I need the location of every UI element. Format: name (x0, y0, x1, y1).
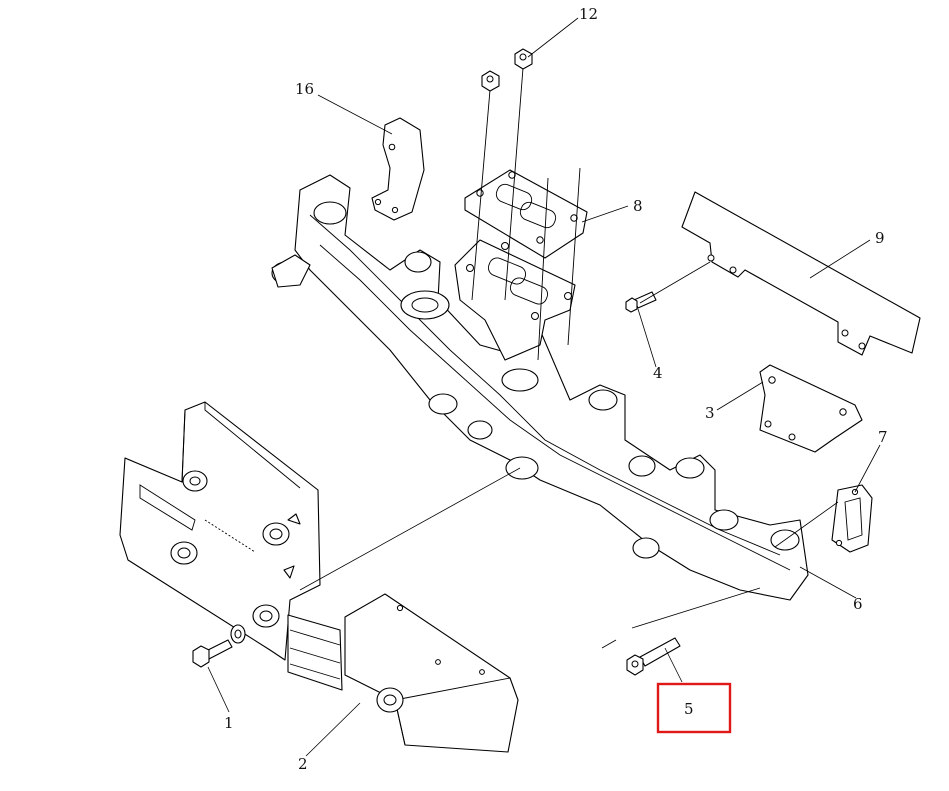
callout-16[interactable]: 16 (295, 80, 314, 98)
bracket-3[interactable] (759, 364, 863, 453)
callouts: 16 12 8 9 4 3 7 6 5 1 2 (224, 5, 888, 773)
callout-12[interactable]: 12 (579, 5, 598, 23)
callout-4[interactable]: 4 (653, 364, 663, 382)
callout-1[interactable]: 1 (224, 714, 234, 732)
callout-2[interactable]: 2 (298, 755, 308, 773)
heat-shield-box[interactable] (287, 593, 519, 753)
bolt-5[interactable] (601, 637, 681, 676)
callout-5[interactable]: 5 (684, 700, 694, 718)
callout-3[interactable]: 3 (705, 404, 715, 422)
heat-shield-assembly[interactable] (119, 401, 321, 661)
heat-shield-plate[interactable] (681, 191, 921, 356)
callout-6[interactable]: 6 (853, 595, 863, 613)
callout-9[interactable]: 9 (875, 229, 885, 247)
exhaust-manifold[interactable] (271, 174, 809, 601)
flange-gasket[interactable] (831, 484, 873, 553)
studs-and-nuts[interactable] (471, 48, 581, 361)
leader-lines (207, 17, 881, 757)
turbo-gasket[interactable] (464, 169, 588, 259)
small-bracket[interactable] (371, 117, 425, 221)
highlight-box (656, 682, 732, 734)
callout-8[interactable]: 8 (633, 197, 643, 215)
callout-7[interactable]: 7 (878, 428, 888, 446)
bolt-1[interactable] (192, 624, 246, 668)
